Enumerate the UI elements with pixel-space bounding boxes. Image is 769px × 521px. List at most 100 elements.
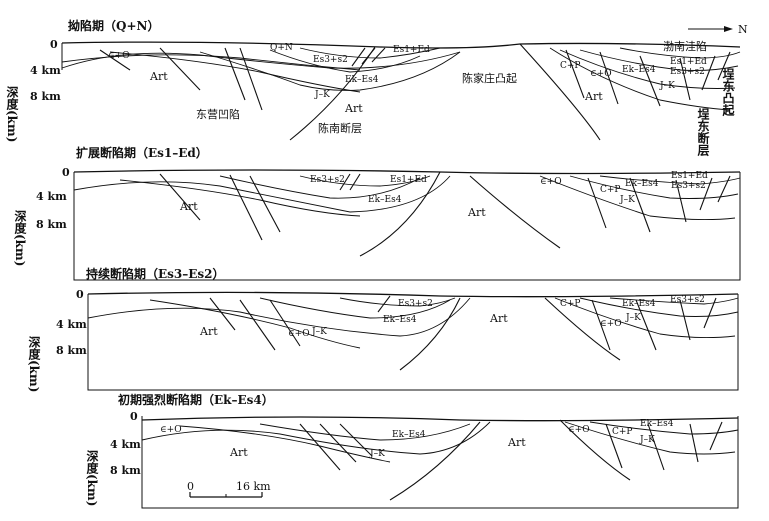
tick-4km: 4 km xyxy=(110,438,141,451)
fault-line xyxy=(359,171,441,257)
horizon xyxy=(559,49,736,89)
horizon xyxy=(179,425,391,463)
fault-line xyxy=(361,47,376,65)
fault-line xyxy=(229,174,263,241)
horizon xyxy=(569,175,739,199)
depth-axis-label: 深度(km) xyxy=(27,335,41,393)
horizon xyxy=(539,175,736,221)
fault-line xyxy=(635,299,657,351)
depth-axis-label: 深度(km) xyxy=(85,449,99,507)
label-es3s2: Es3+s2 xyxy=(313,55,348,65)
surface-line xyxy=(87,291,739,298)
panel-title: 持续断陷期（Es3–Es2） xyxy=(86,266,225,281)
tick-0: 0 xyxy=(50,38,58,51)
label-art-east: Art xyxy=(584,90,603,103)
fault-line xyxy=(717,51,731,81)
fault-line xyxy=(389,421,481,501)
fault-line xyxy=(349,173,361,191)
label-jk: J–K xyxy=(619,195,635,205)
label-es3s2: Es3+s2 xyxy=(310,175,345,185)
surface-line xyxy=(141,416,739,422)
fault-line xyxy=(675,179,687,223)
fault-line xyxy=(709,421,723,451)
tick-4km: 4 km xyxy=(56,318,87,331)
label-art-west: Art xyxy=(179,200,198,213)
depth-axis-label: 深度(km) xyxy=(5,85,19,143)
label-cambrian-o: ∈+O xyxy=(288,329,310,339)
tick-8km: 8 km xyxy=(30,90,61,103)
label-art-mid: Art xyxy=(344,102,363,115)
label-cambrian-o-east: ∈+O xyxy=(568,425,590,435)
label-ek-es4-east: Ek–Es4 xyxy=(622,299,656,309)
horizon xyxy=(579,297,739,317)
fault-line xyxy=(469,175,561,249)
horizon xyxy=(109,51,361,93)
label-cambrian-o: ∈+O xyxy=(108,51,130,61)
tick-8km: 8 km xyxy=(56,344,87,357)
label-art-mid: Art xyxy=(467,206,486,219)
label-cambrian-o-east: ∈+O xyxy=(600,319,622,329)
fault-line xyxy=(224,47,246,101)
frame xyxy=(87,294,739,391)
panel-title: 初期强烈断陷期（Ek–Es4） xyxy=(118,392,274,407)
scale-end: 16 km xyxy=(236,480,271,493)
depth-axis-label: 深度(km) xyxy=(13,209,27,267)
label-cambrian-o: ∈+O xyxy=(540,177,562,187)
fault-line xyxy=(159,47,201,91)
fault-line xyxy=(639,55,661,107)
label-chenjiazhuang: 陈家庄凸起 xyxy=(462,71,517,85)
label-ek-es4: Ek–Es4 xyxy=(383,315,417,325)
fault-line xyxy=(99,49,131,71)
label-art-west: Art xyxy=(149,70,168,83)
fault-line xyxy=(699,177,713,211)
label-qn: Q+N xyxy=(270,43,293,53)
fault-line xyxy=(339,173,351,191)
fault-line xyxy=(591,299,611,351)
horizon xyxy=(619,47,741,59)
fault-line xyxy=(249,175,281,233)
label-chennan: 陈南断层 xyxy=(318,121,362,135)
north-arrow: N xyxy=(688,23,748,36)
label-jk: J–K xyxy=(311,327,327,337)
label-es1ed-east: Es1+Ed xyxy=(670,57,707,67)
fault-line xyxy=(679,299,691,341)
panel-title: 拗陷期（Q+N） xyxy=(68,18,159,33)
label-es3s2: Es3+s2 xyxy=(398,299,433,309)
label-art-mid: Art xyxy=(489,312,508,325)
scale-bar: 0 16 km xyxy=(187,480,271,498)
fault-line xyxy=(239,299,276,351)
label-ek-es4: Ek–Es4 xyxy=(368,195,402,205)
horizon xyxy=(579,49,739,71)
label-ek-es4-east: Ek–Es4 xyxy=(640,419,674,429)
horizon xyxy=(141,421,491,455)
label-cp: C+P xyxy=(600,185,620,195)
label-jk-east: J–K xyxy=(659,81,675,91)
label-jk: J–K xyxy=(369,449,385,459)
fault-line xyxy=(679,57,691,101)
fault-line xyxy=(377,295,391,313)
north-label: N xyxy=(738,23,748,36)
horizon xyxy=(149,299,361,349)
horizon xyxy=(299,175,431,187)
label-jk-east: J–K xyxy=(639,435,655,445)
label-dongying: 东营凹陷 xyxy=(196,107,240,121)
label-art-west: Art xyxy=(199,325,218,338)
horizon xyxy=(554,297,736,339)
fault-line xyxy=(703,297,717,329)
frame xyxy=(73,172,741,281)
fault-line xyxy=(351,47,366,67)
fault-line xyxy=(599,51,619,105)
label-gudong-fault: 埕东断层 xyxy=(696,107,710,157)
tick-4km: 4 km xyxy=(30,64,61,77)
fault-line xyxy=(339,423,373,457)
panel-4: 初期强烈断陷期（Ek–Es4） 0 4 km 8 km 深度(km) ∈+O A… xyxy=(85,392,739,509)
label-cambrian-o: ∈+O xyxy=(160,425,182,435)
label-es3s2-east: Es3+s2 xyxy=(671,181,706,191)
label-es1ed: Es1+Ed xyxy=(390,175,427,185)
label-jk-east: J–K xyxy=(625,313,641,323)
fault-line xyxy=(299,423,341,471)
label-cp: C+P xyxy=(560,299,580,309)
fault-line xyxy=(269,299,301,347)
fault-line xyxy=(519,43,601,141)
